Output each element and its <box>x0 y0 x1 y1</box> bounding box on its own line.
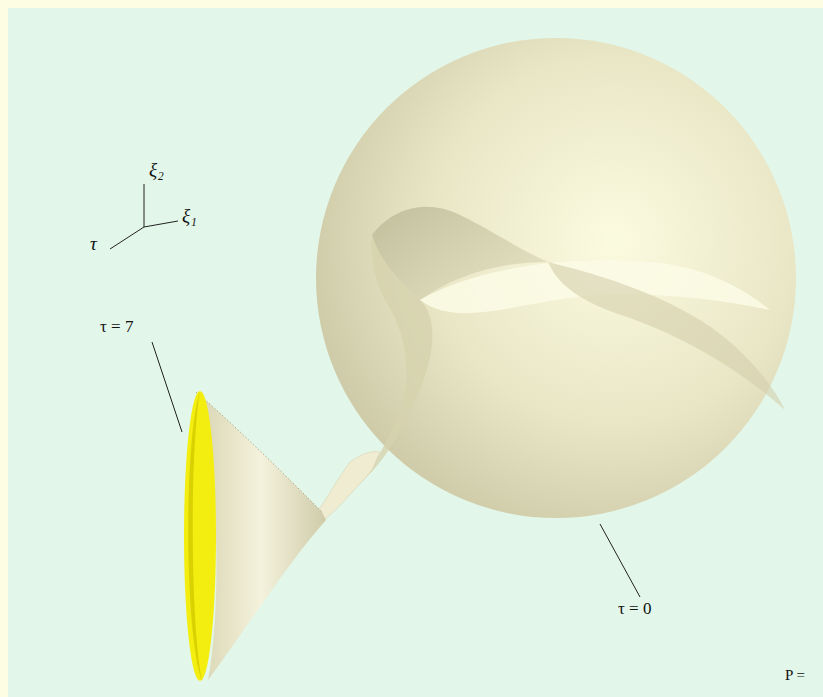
surface-fold <box>350 235 432 492</box>
axes-triad <box>110 184 178 249</box>
leader-line <box>152 342 182 432</box>
axis-label: τ <box>90 234 97 253</box>
surface-shadow <box>548 262 785 410</box>
leader-line <box>600 524 640 597</box>
axis-label: ξ₂ <box>149 160 164 179</box>
end-disc <box>184 391 216 681</box>
end-disc-shade <box>188 391 202 681</box>
background <box>8 8 823 697</box>
neck-band <box>316 452 380 522</box>
parameter-label: P = <box>785 668 805 683</box>
sphere-surface <box>316 38 796 518</box>
parameter-label: τ = 7 <box>100 318 133 335</box>
parameter-label: τ = 0 <box>618 600 651 617</box>
axis-label: ξ₁ <box>182 206 197 225</box>
